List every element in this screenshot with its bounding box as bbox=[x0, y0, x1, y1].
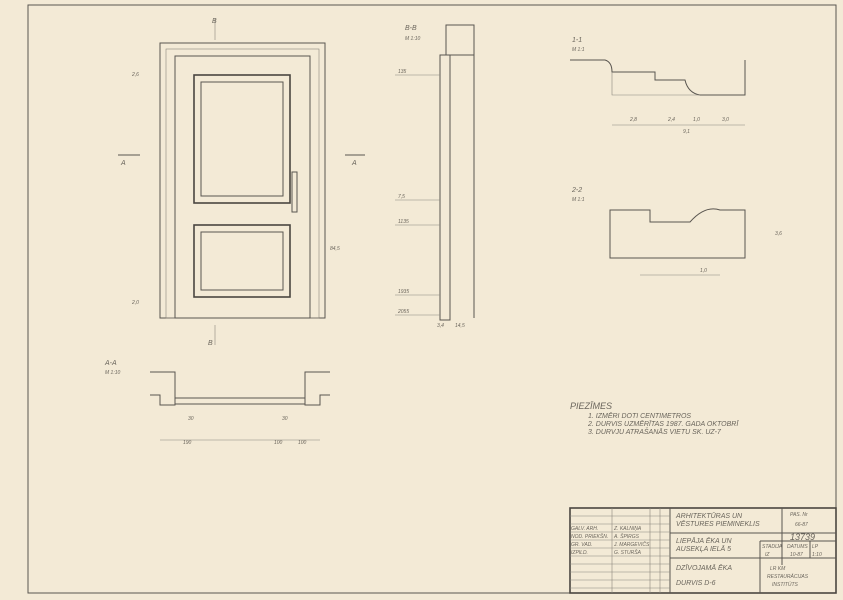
section-1-1: 1-1 M 1:1 2,8 2,4 1,0 3,0 9,1 bbox=[570, 37, 746, 135]
drawing-label: 1,0 bbox=[700, 268, 707, 274]
sheet-border bbox=[27, 4, 837, 594]
drawing-label: J. MARGEVIČS bbox=[613, 541, 650, 548]
drawing-label: 84,5 bbox=[330, 246, 340, 252]
drawing-label: M 1:1 bbox=[572, 197, 585, 203]
drawing-label: PAS. Nr bbox=[790, 512, 808, 518]
drawing-label: ARHITEKTŪRAS UN bbox=[675, 512, 743, 520]
drawing-label: DURVIS D-6 bbox=[676, 580, 716, 587]
drawing-label: LP bbox=[812, 544, 819, 550]
drawing-label: 100 bbox=[274, 440, 283, 446]
drawing-label: DZĪVOJAMĀ ĒKA bbox=[676, 564, 732, 572]
drawing-label: M 1:10 bbox=[105, 370, 121, 376]
drawing-label: M 1:1 bbox=[572, 47, 585, 53]
drawing-label: 3. DURVJU ATRAŠANĀS VIETU SK. UZ-7 bbox=[588, 427, 722, 436]
title-block: GALV. ARH. Z. KALNIŅA NOD. PRIEKŠN. A. Š… bbox=[569, 507, 837, 594]
drawing-label: G. STURŠA bbox=[614, 549, 642, 556]
drawing-label: 2-2 bbox=[571, 187, 582, 194]
drawing-label: 14,5 bbox=[455, 323, 465, 329]
drawing-label: 1935 bbox=[398, 289, 409, 295]
drawing-label: 1. IZMĒRI DOTI CENTIMETROS bbox=[588, 412, 691, 420]
section-2-2: 2-2 M 1:1 1,0 3,6 bbox=[571, 187, 782, 276]
drawing-label: GR. VAD. bbox=[571, 542, 593, 548]
drawing-label: GALV. ARH. bbox=[571, 526, 598, 532]
drawing-label: VĒSTURES PIEMINEKLIS bbox=[676, 520, 760, 528]
drawing-label: 30 bbox=[282, 416, 288, 422]
drawing-label: 1135 bbox=[398, 219, 409, 225]
notes: PIEZĪMES 1. IZMĒRI DOTI CENTIMETROS 2. D… bbox=[570, 401, 739, 436]
drawing-label: 2,0 bbox=[131, 300, 139, 306]
drawing-label: 2,6 bbox=[131, 72, 139, 78]
drawing-label: 100 bbox=[298, 440, 307, 446]
drawing-label: NOD. PRIEKŠN. bbox=[571, 533, 608, 540]
drawing-label: 2055 bbox=[397, 309, 409, 315]
drawing-label: A. ŠPIRGS bbox=[613, 533, 640, 540]
drawing-label: 10-87 bbox=[790, 552, 803, 558]
drawing-label: 1,0 bbox=[693, 117, 700, 123]
drawing-label: IZPILD. bbox=[571, 550, 588, 556]
drawing-label: RESTAURĀCIJAS bbox=[767, 573, 809, 580]
drawing-label: DATUMS bbox=[787, 544, 808, 550]
drawing-label: STADIJA bbox=[762, 544, 783, 550]
drawing-label: 3,4 bbox=[437, 323, 444, 329]
drawing-label: LIEPĀJA ĒKA UN bbox=[676, 537, 732, 545]
drawing-label: AUSEKĻA IELĀ 5 bbox=[675, 545, 731, 553]
door-handle bbox=[291, 171, 298, 213]
drawing-label: 7,5 bbox=[398, 194, 405, 200]
door-elevation: B B A A 2,6 2,0 84,5 bbox=[118, 18, 365, 347]
drawing-label: 66-87 bbox=[795, 522, 808, 528]
drawing-label: 135 bbox=[398, 69, 407, 75]
drawing-label: 1-1 bbox=[572, 37, 582, 44]
drawing-label: M 1:10 bbox=[405, 36, 421, 42]
drawing-label: 3,0 bbox=[722, 117, 729, 123]
drawing-label: IZ bbox=[765, 552, 770, 558]
drawing-label: B bbox=[208, 340, 213, 347]
drawing-label: B-B bbox=[405, 25, 417, 32]
drawing-label: 2,8 bbox=[629, 117, 637, 123]
drawing-label: A-A bbox=[104, 360, 117, 367]
drawing-label: 1:10 bbox=[812, 552, 822, 558]
drawing-label: 9,1 bbox=[683, 129, 690, 135]
drawing-label: 13739 bbox=[790, 532, 815, 542]
drawing-label: 2. DURVIS UZMĒRĪTAS 1987. GADA OKTOBRĪ bbox=[587, 420, 739, 428]
drawing-label: INSTITŪTS bbox=[772, 581, 798, 588]
drawing-label: Z. KALNIŅA bbox=[613, 526, 642, 532]
drawing-label: 30 bbox=[188, 416, 194, 422]
drawing-label: B bbox=[212, 18, 217, 25]
section-b-b: B-B M 1:10 135 7,5 1135 1935 2055 3,4 14… bbox=[395, 24, 475, 329]
drawing-label: 3,6 bbox=[775, 231, 782, 237]
drawing-label: LR KM bbox=[770, 566, 786, 572]
drawing-label: 2,4 bbox=[667, 117, 675, 123]
section-a-a: A-A M 1:10 30 30 190 100 100 bbox=[104, 360, 330, 446]
drawing-label: 190 bbox=[183, 440, 192, 446]
drawing-label: PIEZĪMES bbox=[570, 401, 612, 411]
drawing-label: A bbox=[120, 160, 126, 167]
drawing-label: A bbox=[351, 160, 357, 167]
